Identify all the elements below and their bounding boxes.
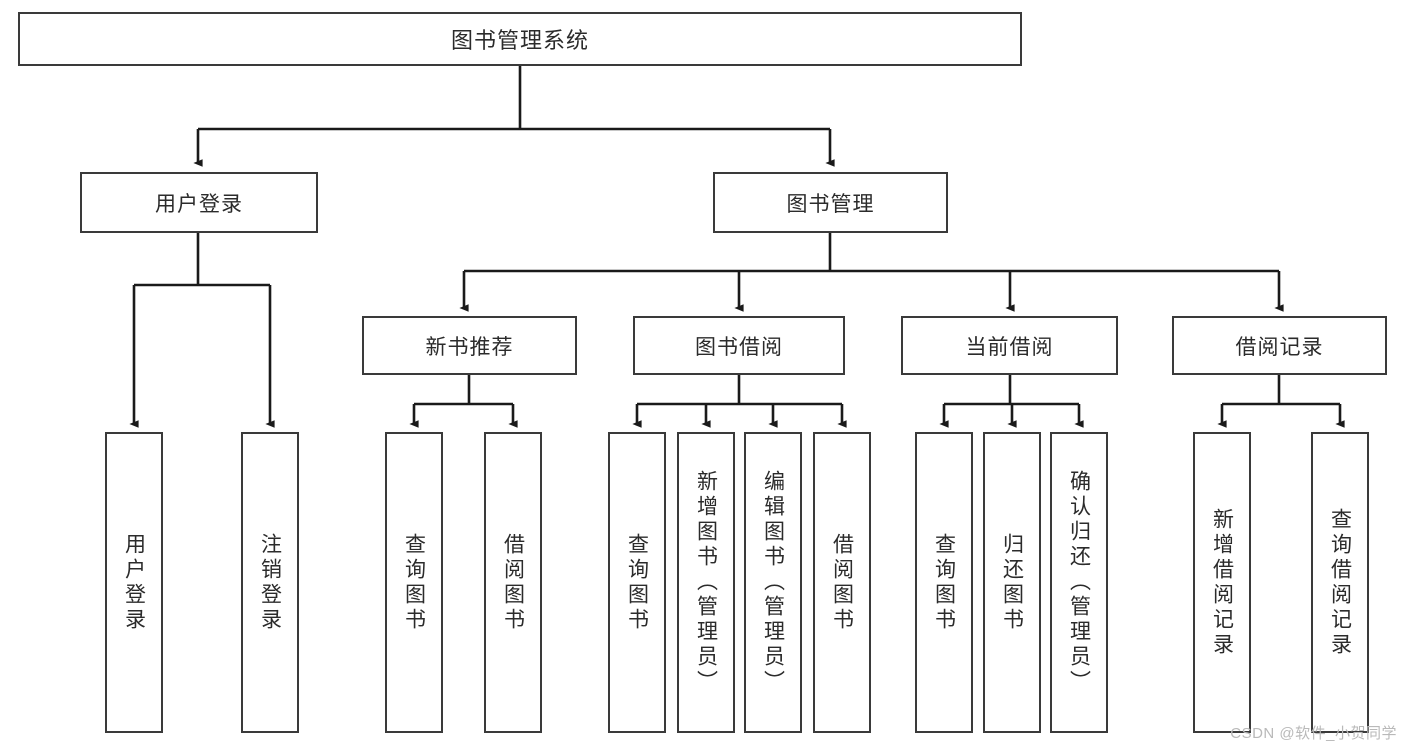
leaf-label: 查询图书 [402, 532, 426, 633]
node-current-borrow-label: 当前借阅 [965, 335, 1054, 359]
leaf-borrow-record-add[interactable]: 新增借阅记录 [1193, 432, 1251, 733]
node-user-login[interactable]: 用户登录 [80, 172, 318, 233]
leaf-current-borrow-query[interactable]: 查询图书 [915, 432, 973, 733]
leaf-user-login-logout[interactable]: 注销登录 [241, 432, 299, 733]
node-book-borrow-label: 图书借阅 [695, 335, 783, 359]
leaf-book-borrow-edit[interactable]: 编辑图书（管理员） [744, 432, 802, 733]
leaf-label: 查询借阅记录 [1328, 507, 1352, 658]
leaf-label: 查询图书 [932, 532, 956, 633]
leaf-book-borrow-add[interactable]: 新增图书（管理员） [677, 432, 735, 733]
node-book-management[interactable]: 图书管理 [713, 172, 948, 233]
node-new-book-recommend-label: 新书推荐 [425, 335, 514, 359]
leaf-label: 用户登录 [122, 532, 146, 633]
node-user-login-label: 用户登录 [155, 192, 243, 216]
leaf-label: 借阅图书 [501, 532, 525, 633]
node-new-book-recommend[interactable]: 新书推荐 [362, 316, 577, 375]
leaf-label: 新增图书（管理员） [694, 470, 718, 695]
leaf-new-book-borrow[interactable]: 借阅图书 [484, 432, 542, 733]
leaf-user-login-login[interactable]: 用户登录 [105, 432, 163, 733]
leaf-new-book-query[interactable]: 查询图书 [385, 432, 443, 733]
leaf-label: 注销登录 [258, 532, 282, 633]
node-book-borrow[interactable]: 图书借阅 [633, 316, 845, 375]
leaf-label: 编辑图书（管理员） [761, 470, 785, 695]
node-current-borrow[interactable]: 当前借阅 [901, 316, 1118, 375]
node-borrow-records-label: 借阅记录 [1235, 335, 1324, 359]
leaf-borrow-record-query[interactable]: 查询借阅记录 [1311, 432, 1369, 733]
node-borrow-records[interactable]: 借阅记录 [1172, 316, 1387, 375]
leaf-label: 查询图书 [625, 532, 649, 633]
leaf-label: 借阅图书 [830, 532, 854, 633]
node-book-management-label: 图书管理 [786, 192, 875, 216]
leaf-label: 归还图书 [1000, 532, 1024, 633]
node-root-label: 图书管理系统 [450, 28, 589, 53]
leaf-current-borrow-return[interactable]: 归还图书 [983, 432, 1041, 733]
node-root[interactable]: 图书管理系统 [18, 12, 1022, 66]
leaf-label: 确认归还（管理员） [1067, 470, 1091, 695]
leaf-book-borrow-borrow[interactable]: 借阅图书 [813, 432, 871, 733]
leaf-book-borrow-query[interactable]: 查询图书 [608, 432, 666, 733]
leaf-current-borrow-confirm-return[interactable]: 确认归还（管理员） [1050, 432, 1108, 733]
leaf-label: 新增借阅记录 [1210, 507, 1234, 658]
